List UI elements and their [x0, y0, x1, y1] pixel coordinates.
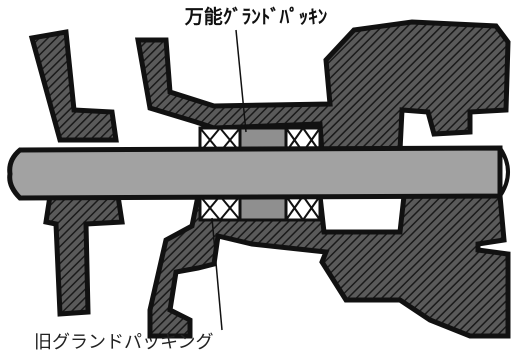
left-flange-upper	[28, 29, 119, 143]
gland-body-upper	[135, 19, 511, 155]
left-flange-lower	[43, 193, 125, 317]
leader-line-top	[235, 29, 247, 133]
universal-gland-packing-label: 万能ｸﾞﾗﾝﾄﾞﾊﾟｯｷﾝ	[184, 6, 328, 28]
shaft	[7, 145, 510, 201]
packing-row-lower	[198, 194, 322, 222]
leader-line-bottom	[211, 217, 223, 331]
housing-right	[410, 40, 500, 108]
old-gland-packing-label: 旧グランドパッキング	[34, 332, 214, 353]
